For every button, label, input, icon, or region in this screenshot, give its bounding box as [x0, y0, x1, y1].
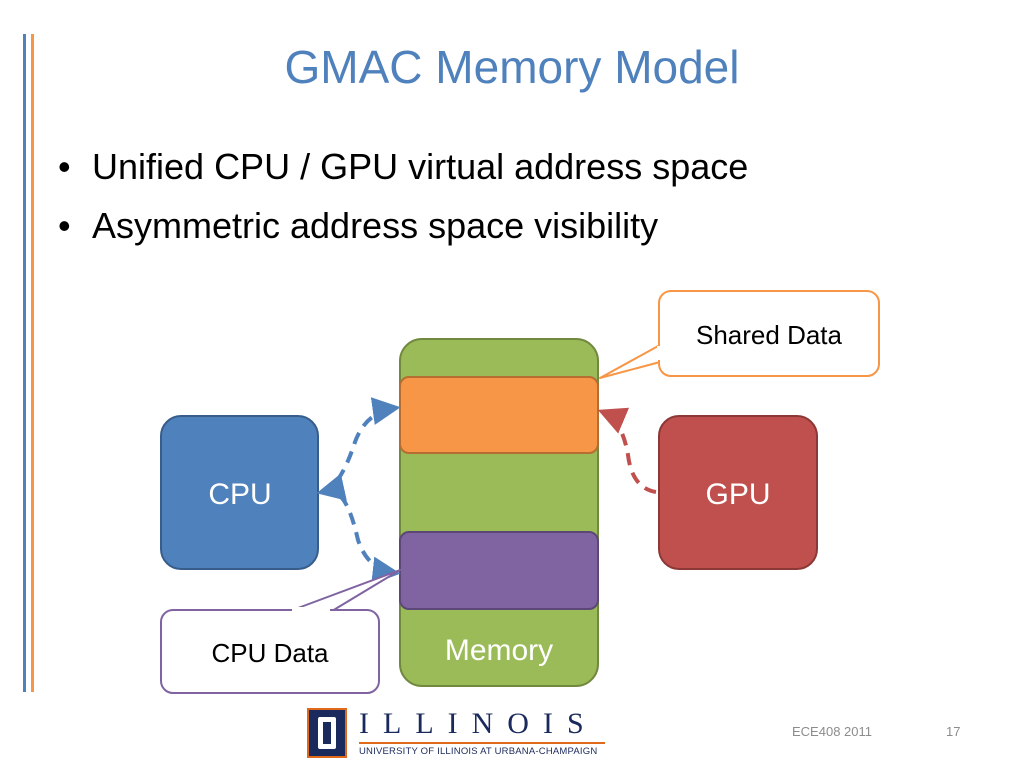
- cpu-to-shared-arrow: [316, 397, 401, 501]
- shared-data-callout-pointer: [599, 344, 661, 379]
- cpu-label: CPU: [208, 478, 271, 511]
- callout-gap-mask: [657, 346, 663, 360]
- cpu-data-callout: [160, 609, 380, 694]
- cpu-to-cpu-data-arrow: [338, 494, 401, 585]
- gpu-box: [658, 415, 818, 570]
- logo-subtitle: UNIVERSITY OF ILLINOIS AT URBANA-CHAMPAI…: [359, 746, 598, 757]
- bullet-item: Asymmetric address space visibility: [58, 205, 748, 247]
- logo-wordmark: ILLINOIS: [359, 707, 598, 740]
- footer-course: ECE408 2011: [792, 724, 872, 739]
- memory-label: Memory: [445, 634, 553, 667]
- shared-data-callout-text: Shared Data: [696, 320, 843, 350]
- gpu-to-shared-arrow: [597, 407, 657, 494]
- cpu-data-region: [399, 531, 599, 610]
- cpu-data-callout-text: CPU Data: [211, 638, 329, 668]
- bullet-item: Unified CPU / GPU virtual address space: [58, 146, 748, 188]
- cpu-data-callout-pointer: [289, 569, 401, 612]
- accent-bar-orange: [31, 34, 34, 692]
- shared-data-callout: [658, 290, 880, 377]
- logo-rule: [359, 742, 605, 744]
- illinois-logo: ILLINOIS UNIVERSITY OF ILLINOIS AT URBAN…: [307, 708, 607, 758]
- gpu-label: GPU: [705, 478, 770, 511]
- slide-title: GMAC Memory Model: [284, 41, 740, 93]
- bullet-list: Unified CPU / GPU virtual address space …: [58, 146, 748, 265]
- callout-gap-mask: [292, 607, 330, 613]
- accent-bar-blue: [23, 34, 26, 692]
- page-number: 17: [946, 724, 961, 739]
- shared-data-region: [399, 376, 599, 454]
- illinois-block-i-icon: [307, 708, 347, 758]
